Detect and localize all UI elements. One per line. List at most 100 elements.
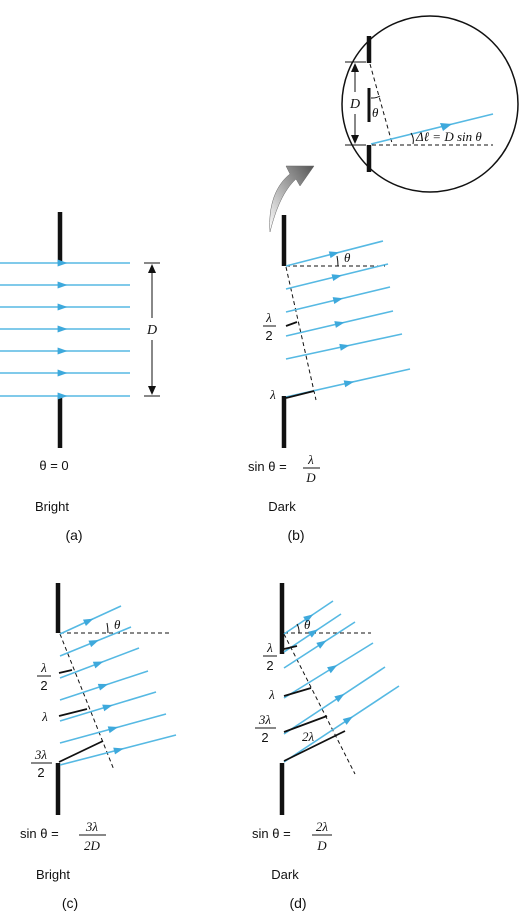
arrow-right-icon — [102, 704, 113, 712]
fraction-denominator: 2 — [266, 658, 273, 673]
theta-label: θ — [114, 617, 121, 632]
panel-c: θ λ 2 λ 3λ 2 sin θ = 3λ 2D Bright (c) — [20, 583, 177, 911]
two-lambda-label: 2λ — [302, 729, 315, 744]
arrow-right-icon — [57, 325, 68, 333]
angle-arc — [296, 623, 300, 634]
marker-line — [58, 708, 88, 717]
arrow-right-icon — [83, 618, 94, 626]
fraction-numerator: λ — [265, 310, 272, 325]
fraction-denominator: 2 — [261, 730, 268, 745]
inset-circle — [341, 15, 519, 193]
ray — [370, 113, 494, 145]
arrow-right-icon — [57, 303, 68, 311]
lambda-label: λ — [268, 687, 275, 702]
fraction-denominator: 2 — [40, 678, 47, 693]
arrow-right-icon — [328, 251, 340, 259]
panel-d: θ λ 2 λ 3λ 2 2λ sin θ = 2λ D Dark (d) — [252, 583, 400, 911]
marker-line — [285, 321, 298, 327]
ray-group — [285, 240, 411, 398]
fraction-numerator: λ — [40, 660, 47, 675]
panel-letter: (d) — [289, 895, 306, 911]
condition-prefix: sin θ = — [252, 826, 291, 841]
wavelength-marker: λ — [268, 687, 312, 702]
arrow-up-icon — [351, 63, 359, 72]
ray — [283, 666, 386, 735]
fringe-state-label: Bright — [36, 867, 70, 882]
arrow-right-icon — [331, 274, 343, 282]
arrow-right-icon — [316, 640, 327, 649]
arrow-right-icon — [334, 693, 345, 703]
condition-label: θ = 0 — [39, 458, 68, 473]
wavefront-line — [283, 633, 356, 775]
marker-line — [283, 645, 298, 650]
fraction-numerator: 3λ — [85, 819, 99, 834]
angle-arc — [410, 132, 414, 145]
arrow-down-icon — [148, 386, 156, 395]
slit-separation-label: D — [349, 97, 360, 112]
fraction-numerator: λ — [266, 640, 273, 655]
ray-group — [283, 600, 400, 763]
angle-arc — [336, 255, 339, 267]
two-wavelength-marker: 2λ — [283, 729, 346, 762]
ray — [283, 685, 400, 763]
three-half-wavelength-marker: 3λ 2 — [31, 740, 104, 780]
fraction-denominator: D — [316, 838, 327, 853]
arrow-right-icon — [307, 629, 319, 638]
fraction-denominator: D — [305, 470, 316, 485]
arrow-right-icon — [57, 259, 68, 267]
wavelength-marker: λ — [41, 708, 88, 724]
lambda-label: λ — [269, 387, 276, 402]
lambda-label: λ — [41, 709, 48, 724]
fraction-numerator: 3λ — [258, 712, 272, 727]
arrow-right-icon — [440, 123, 452, 131]
panel-letter: (a) — [65, 527, 82, 543]
arrow-right-icon — [88, 640, 100, 648]
fraction-numerator: 3λ — [34, 747, 48, 762]
panel-a: D θ = 0 Bright (a) — [0, 212, 160, 543]
ray-group — [59, 605, 177, 766]
half-wavelength-marker: λ 2 — [263, 640, 298, 673]
arrow-right-icon — [92, 661, 104, 669]
wavelength-marker: λ — [269, 387, 315, 402]
fringe-state-label: Dark — [268, 499, 296, 514]
panel-b: θ λ 2 λ sin θ = λ D Dark (b) — [248, 215, 411, 543]
half-wavelength-marker: λ 2 — [37, 660, 73, 693]
theta-label: θ — [344, 250, 351, 265]
path-difference-label: Δℓ = D sin θ — [415, 129, 482, 144]
arrow-down-icon — [351, 135, 359, 144]
theta-label: θ — [304, 617, 311, 632]
arrow-right-icon — [107, 726, 119, 734]
condition-prefix: sin θ = — [248, 459, 287, 474]
condition-prefix: sin θ = — [20, 826, 59, 841]
fraction-denominator: 2D — [84, 838, 101, 853]
panel-letter: (c) — [62, 895, 78, 911]
fraction-denominator: 2 — [37, 765, 44, 780]
curved-arrow-icon — [269, 165, 315, 233]
marker-line — [285, 390, 315, 399]
fraction-numerator: λ — [307, 452, 314, 467]
three-half-wavelength-marker: 3λ 2 — [255, 712, 328, 745]
arrow-right-icon — [343, 380, 355, 388]
fringe-state-label: Dark — [271, 867, 299, 882]
arrow-right-icon — [303, 614, 314, 623]
fraction-denominator: 2 — [265, 328, 272, 343]
marker-line — [283, 715, 328, 733]
arrow-right-icon — [342, 716, 353, 725]
panel-letter: (b) — [287, 527, 304, 543]
arrow-right-icon — [57, 347, 68, 355]
theta-label: θ — [372, 105, 379, 120]
arrow-right-icon — [113, 747, 124, 755]
arrow-right-icon — [332, 297, 344, 304]
arrow-right-icon — [339, 343, 350, 351]
arrow-up-icon — [148, 264, 156, 273]
ray-group — [0, 259, 130, 400]
arrow-right-icon — [57, 281, 68, 289]
angle-arc — [370, 95, 381, 99]
marker-line — [283, 687, 312, 697]
wavefront-line — [59, 633, 115, 771]
slit-separation-label: D — [146, 323, 157, 338]
arrow-right-icon — [327, 665, 338, 674]
marker-line — [283, 730, 346, 762]
angle-arc — [106, 622, 109, 634]
